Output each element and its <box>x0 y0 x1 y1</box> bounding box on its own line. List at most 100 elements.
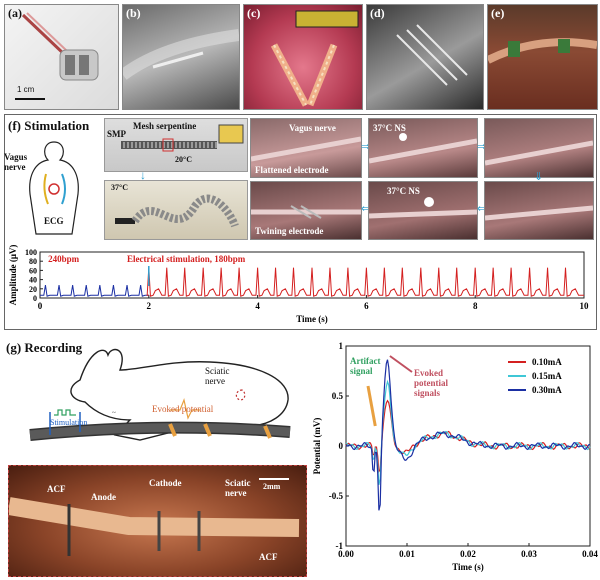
vagus-photo-5: 37°C NS <box>368 181 478 240</box>
ns-37-label-a: 37°C NS <box>373 123 406 133</box>
scalebar-line-g <box>259 478 289 480</box>
ecg-annotation-stimulation: Electrical stimulation, 180bpm <box>127 254 246 264</box>
panel-label-e: (e) <box>491 6 505 20</box>
ecg-x-tick-label: 6 <box>364 301 369 311</box>
cathode-label: Cathode <box>149 478 182 488</box>
rabbit-diagram: ~ <box>29 348 291 441</box>
legend-label: 0.15mA <box>532 371 562 381</box>
right-arrow-icon-1: ⇒ <box>361 141 371 153</box>
panel-label-d: (d) <box>370 6 385 20</box>
nerve-line-2 <box>369 133 477 164</box>
potential-y-tick-label: 0.5 <box>332 391 344 401</box>
ecg-y-axis-label: Amplitude (μV) <box>8 245 18 306</box>
scalebar-line-a <box>15 98 45 100</box>
tissue-illustration <box>488 38 597 64</box>
nerve-line-6 <box>485 205 593 221</box>
photo-d: (d) <box>366 4 484 110</box>
vagus-photo-6 <box>484 181 594 240</box>
ecg-series-line <box>40 285 149 297</box>
left-arrow-icon-1: ⇐ <box>361 203 371 215</box>
smp-label: SMP <box>107 129 126 139</box>
ecg-y-tick-label: 80 <box>29 257 37 266</box>
photo-c: (c) <box>243 4 363 110</box>
ecg-label: ECG <box>44 216 64 226</box>
down-arrow-icon-2: ⇓ <box>534 171 544 183</box>
potential-y-axis-label: Potential (mV) <box>312 418 322 475</box>
potential-y-tick-label: 0 <box>339 441 344 451</box>
scalebar-text-g: 2mm <box>263 482 281 491</box>
artifact-annotation-line: signal <box>350 366 373 376</box>
acf-right-label: ACF <box>259 552 278 562</box>
vagus-photo-2: 37°C NS <box>368 118 478 178</box>
mesh-serpentine-illustration <box>121 124 244 152</box>
potential-x-tick-label: 0.04 <box>582 549 598 559</box>
ecg-series-line <box>146 267 584 297</box>
electrode-device-illustration <box>21 12 99 81</box>
nerve-line-3 <box>485 140 593 166</box>
ecg-x-tick-label: 10 <box>580 301 590 311</box>
ecg-x-axis-label: Time (s) <box>296 314 328 324</box>
legend-label: 0.10mA <box>532 357 562 367</box>
vagus-nerve-photo-label: Vagus nerve <box>289 123 336 133</box>
ecg-annotation-240bpm: 240bpm <box>48 254 80 264</box>
scalebar-text-a: 1 cm <box>17 85 35 94</box>
ecg-x-tick-label: 0 <box>38 301 43 311</box>
anode-label: Anode <box>91 492 117 502</box>
ecg-x-tick-label: 2 <box>147 301 152 311</box>
ecg-y-tick-label: 40 <box>29 276 37 285</box>
sciatic-nerve-label: Sciatic nerve <box>205 366 230 386</box>
evoked-arrow <box>389 355 413 373</box>
sciatic-photo-label: Sciatic nerve <box>225 478 251 498</box>
ecg-y-tick-label: 60 <box>29 266 37 275</box>
potential-x-tick-label: 0.00 <box>338 549 354 559</box>
twining-electrode-label: Twining electrode <box>255 226 324 236</box>
stimulation-diagram-label: Stimulation <box>50 418 88 427</box>
potential-x-tick-label: 0.03 <box>521 549 537 559</box>
mesh-gray-illustration <box>396 24 468 86</box>
body-outline-diagram <box>29 141 79 235</box>
evoked-annotation-line: Evoked <box>414 368 443 378</box>
left-arrow-icon-2: ⇐ <box>477 203 487 215</box>
ecg-y-tick-label: 0 <box>33 294 37 303</box>
panel-label-a: (a) <box>8 6 22 20</box>
stimulation-section-label: (f) Stimulation <box>8 118 90 133</box>
stimulation-section <box>4 114 597 330</box>
svg-text:~: ~ <box>112 409 116 417</box>
artifact-annotation-line: Artifact <box>350 356 380 366</box>
down-arrow-icon: ↓ <box>140 168 146 182</box>
flattened-electrode-label: Flattened electrode <box>255 165 329 175</box>
nerve-line-4 <box>251 205 361 219</box>
potential-x-axis-label: Time (s) <box>452 562 484 572</box>
potential-y-tick-label: -1 <box>336 541 344 551</box>
evoked-potential-label: Evoked potential <box>152 404 214 414</box>
ecg-x-tick-label: 8 <box>473 301 478 311</box>
evoked-annotation-line: signals <box>414 388 441 398</box>
potential-y-tick-label: 1 <box>339 341 344 351</box>
nerve-photo-illustration <box>9 497 300 556</box>
flattened-electrode-photo: SMP Mesh serpentine 20°C <box>104 118 248 172</box>
ecg-y-tick-label: 100 <box>25 248 37 257</box>
acf-left-label: ACF <box>47 484 66 494</box>
panel-label-c: (c) <box>247 6 261 20</box>
ecg-y-tick-label: 20 <box>29 285 37 294</box>
artifact-arrow <box>366 385 377 427</box>
temp-37-label: 37°C <box>111 183 128 192</box>
right-arrow-icon-2: ⇒ <box>477 141 487 153</box>
ecg-plot-frame <box>39 251 585 299</box>
potential-x-tick-label: 0.01 <box>399 549 415 559</box>
nerve-line-1 <box>251 136 361 162</box>
coiled-mesh-illustration <box>115 194 239 228</box>
vagus-photo-4: Twining electrode <box>250 181 362 240</box>
sciatic-nerve-photo: ACF Anode Cathode Sciatic nerve ACF 2mm <box>8 465 307 577</box>
photo-b: (b) <box>122 4 240 110</box>
temp-20-label: 20°C <box>175 155 192 164</box>
panel-label-b: (b) <box>126 6 141 20</box>
recording-section-label: (g) Recording <box>6 340 83 355</box>
photo-a: (a) 1 cm <box>4 4 119 110</box>
ecg-x-tick-label: 4 <box>255 301 260 311</box>
potential-series-line <box>345 379 591 486</box>
coiled-electrode-photo: 37°C <box>104 180 248 240</box>
